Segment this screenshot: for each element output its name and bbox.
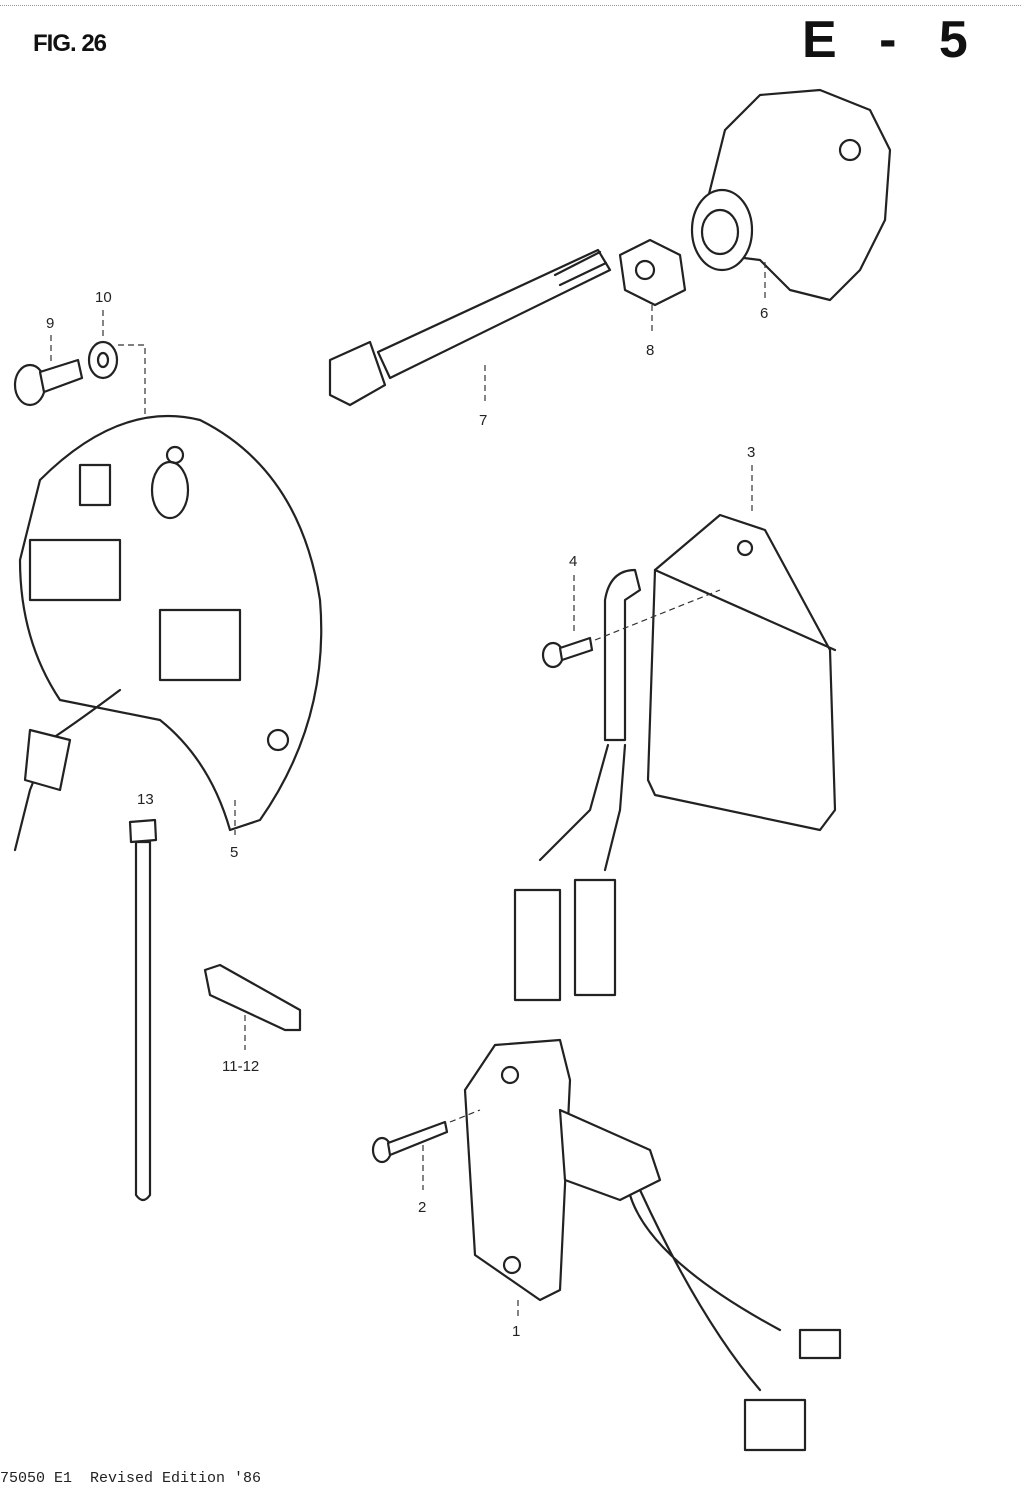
- callout-11-12: 11-12: [222, 1058, 259, 1075]
- part-9-screw: [13, 335, 84, 407]
- callout-8: 8: [646, 342, 654, 359]
- section-code: E - 5: [802, 11, 982, 69]
- footer-edition: 75050 E1 Revised Edition '86: [0, 1470, 262, 1487]
- part-6-ignition-switch: [690, 88, 892, 302]
- callout-3: 3: [747, 444, 755, 461]
- part-5-stator-plate: [13, 414, 323, 852]
- callout-9: 9: [46, 315, 54, 332]
- top-border: [0, 5, 1021, 6]
- part-2-screw: [371, 1109, 481, 1190]
- part-8-nut: [618, 238, 687, 335]
- callout-7: 7: [479, 412, 487, 429]
- callout-10: 10: [95, 289, 112, 306]
- part-3-cdi-unit: [513, 465, 837, 1002]
- part-11-12-clamp: [203, 963, 302, 1050]
- callout-5: 5: [230, 844, 238, 861]
- callout-1: 1: [512, 1323, 520, 1340]
- part-10-washer: [87, 310, 146, 420]
- callout-2: 2: [418, 1199, 426, 1216]
- part-4-bolt: [541, 575, 721, 669]
- callout-6: 6: [760, 305, 768, 322]
- part-1-regulator-rectifier: [463, 1038, 842, 1452]
- callout-4: 4: [569, 553, 577, 570]
- callout-13: 13: [137, 791, 154, 808]
- part-13-cable-tie: [128, 818, 158, 1202]
- part-7-shaft: [328, 248, 612, 407]
- figure-number: FIG. 26: [33, 30, 107, 57]
